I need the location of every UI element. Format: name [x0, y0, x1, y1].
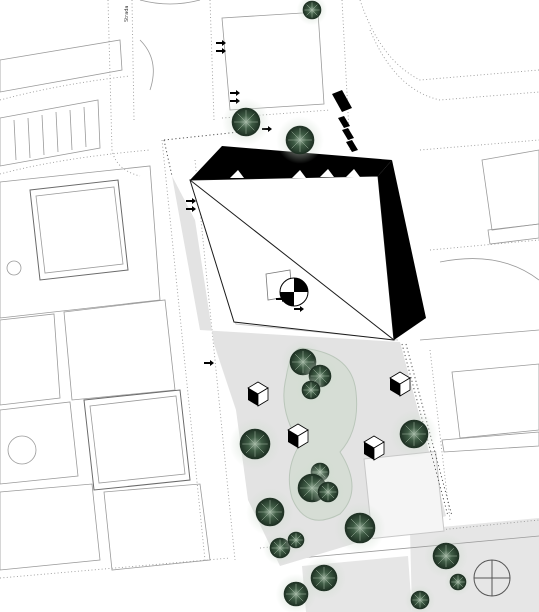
kiosk-cube	[287, 423, 309, 449]
kiosk-cube	[389, 371, 411, 397]
tree-icon	[276, 116, 324, 164]
kiosk-cube	[247, 381, 269, 407]
entry-arrow-icon	[230, 90, 240, 96]
tree-icon	[229, 418, 281, 470]
tree-icon	[222, 98, 270, 146]
tree-icon	[311, 475, 345, 509]
entry-arrow-icon	[216, 48, 226, 54]
entry-arrow-icon	[216, 40, 226, 46]
tree-icon	[246, 488, 294, 536]
tree-icon	[296, 0, 328, 26]
tree-icon	[444, 568, 472, 596]
courtyard-pavilion	[265, 269, 309, 307]
entry-arrow-icon	[294, 306, 304, 312]
tree-icon	[404, 584, 436, 612]
kiosk-cube	[363, 435, 385, 461]
compass-rose-icon	[473, 559, 511, 597]
tree-icon	[334, 502, 386, 554]
street-label: Strada	[124, 5, 130, 23]
tree-icon	[301, 555, 347, 601]
parking-area	[0, 0, 151, 177]
main-building	[189, 90, 426, 341]
entry-arrow-icon	[204, 360, 214, 366]
kiosk-cubes	[247, 371, 411, 461]
entry-arrow-icon	[276, 296, 286, 302]
tree-icon	[282, 526, 310, 554]
tree-icon	[295, 374, 327, 406]
annex-block	[332, 90, 352, 112]
tree-icon	[390, 410, 438, 458]
tree-icon	[423, 533, 469, 579]
trees	[222, 0, 472, 612]
entry-arrow-icon	[186, 198, 196, 204]
entry-arrow-icon	[186, 206, 196, 212]
plaza-square	[363, 450, 445, 540]
